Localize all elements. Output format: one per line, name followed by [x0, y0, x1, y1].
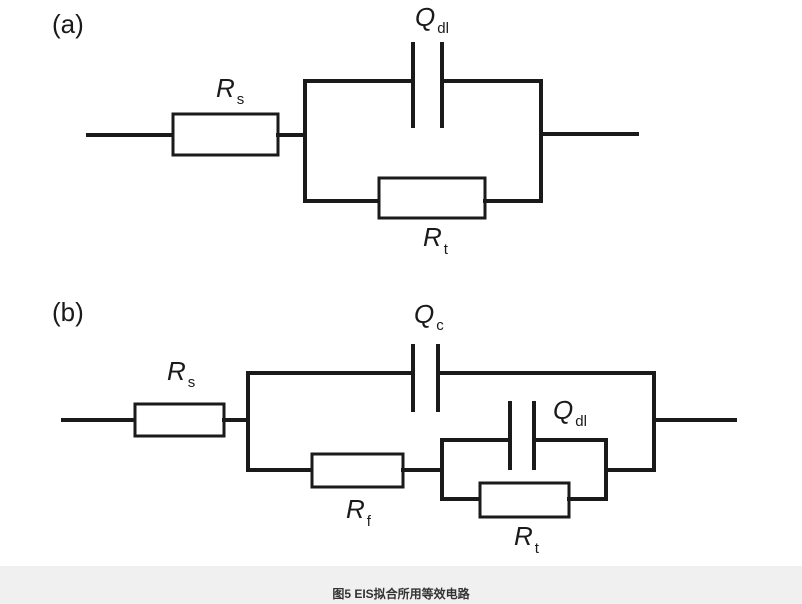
caption-band: [0, 566, 802, 604]
figure-caption: 图5 EIS拟合所用等效电路: [332, 587, 470, 601]
resistor-b-rt: [478, 481, 571, 519]
resistor-a-rt: [377, 176, 487, 220]
panel-label-b: (b): [52, 297, 84, 327]
resistor-b-rs: [133, 402, 226, 438]
panel-label-a: (a): [52, 9, 84, 39]
resistor-b-rf: [310, 452, 405, 489]
resistor-a-rs: [171, 112, 280, 157]
